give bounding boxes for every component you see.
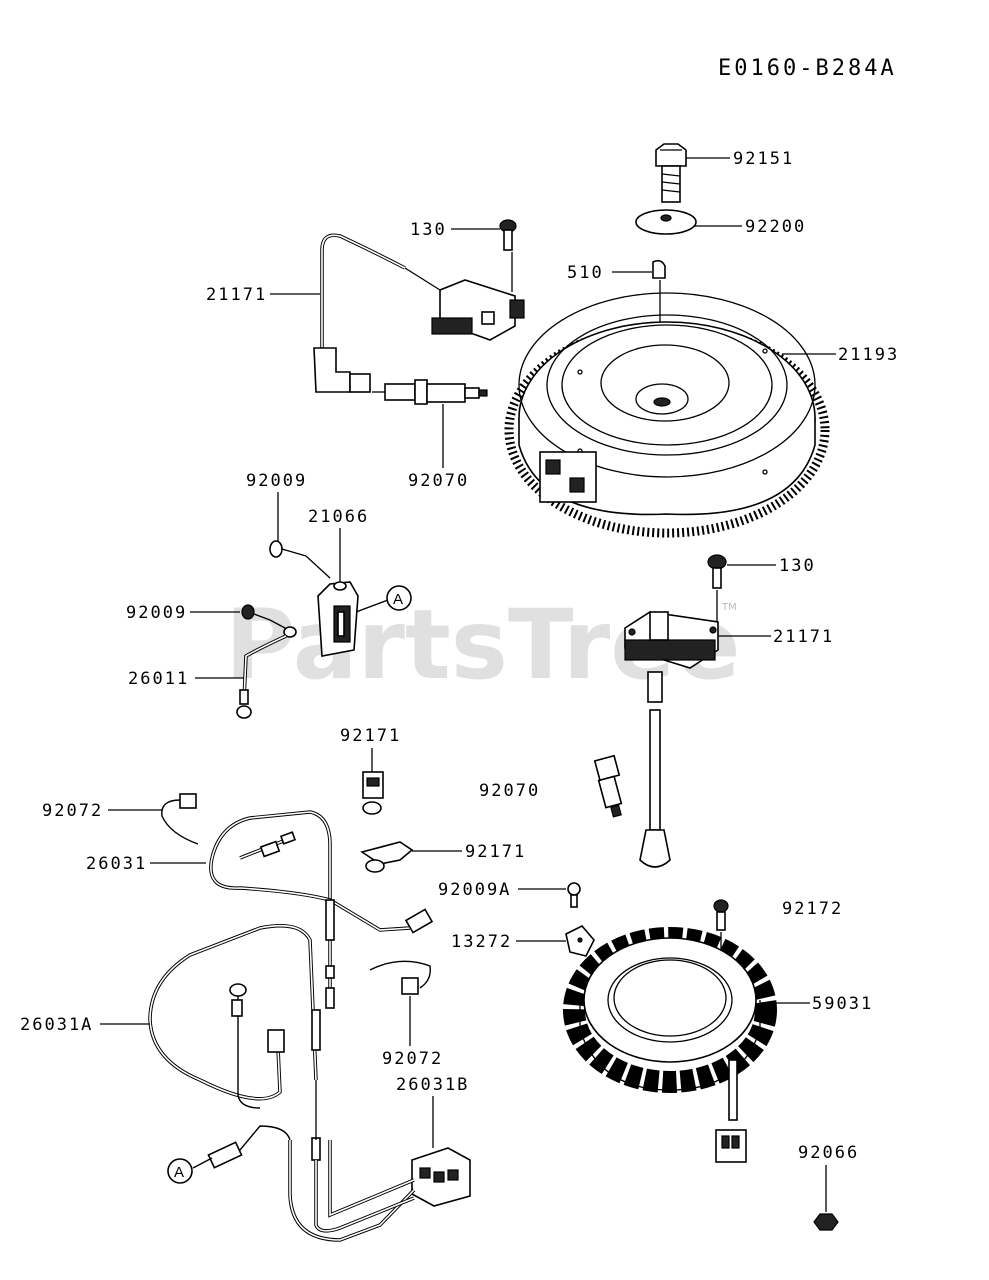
label-26031A[interactable]: 26031A bbox=[20, 1015, 93, 1035]
stator-part[interactable] bbox=[563, 927, 777, 1163]
label-92009-mid[interactable]: 92009 bbox=[126, 603, 187, 623]
diagram-code: E0160-B284A bbox=[718, 56, 897, 81]
ignition-coil-top-part[interactable] bbox=[313, 233, 525, 393]
ignition-coil-mid-part[interactable] bbox=[624, 611, 719, 868]
label-92066[interactable]: 92066 bbox=[798, 1143, 859, 1163]
wiring-harness-part[interactable] bbox=[209, 810, 434, 1009]
svg-text:A: A bbox=[393, 591, 403, 608]
ref-marker-a-top: A bbox=[386, 585, 412, 611]
ground-lead-part[interactable] bbox=[236, 626, 297, 719]
label-21171-mid[interactable]: 21171 bbox=[773, 627, 834, 647]
diode-rectifier-part[interactable] bbox=[317, 581, 359, 657]
label-130-top[interactable]: 130 bbox=[410, 220, 447, 240]
cap-92072-mid-part[interactable] bbox=[369, 960, 431, 995]
wiring-harness-a-part[interactable] bbox=[148, 924, 321, 1161]
screw-92009-mid-part[interactable] bbox=[241, 604, 271, 621]
nut-92066-part[interactable] bbox=[813, 1213, 839, 1231]
trademark-mark: TM bbox=[721, 602, 737, 613]
flywheel-part[interactable] bbox=[504, 292, 830, 538]
label-92171-mid[interactable]: 92171 bbox=[465, 842, 526, 862]
ref-marker-a-bottom: A bbox=[167, 1158, 193, 1184]
label-26011[interactable]: 26011 bbox=[128, 669, 189, 689]
label-92070-mid[interactable]: 92070 bbox=[479, 781, 540, 801]
label-92072-mid[interactable]: 92072 bbox=[382, 1049, 443, 1069]
coil-bolt-top-part[interactable] bbox=[499, 219, 517, 251]
label-21171-top[interactable]: 21171 bbox=[206, 285, 267, 305]
label-21066[interactable]: 21066 bbox=[308, 507, 369, 527]
washer-part[interactable] bbox=[635, 209, 697, 235]
label-26031[interactable]: 26031 bbox=[86, 854, 147, 874]
label-26031B[interactable]: 26031B bbox=[396, 1075, 469, 1095]
svg-text:A: A bbox=[174, 1164, 184, 1181]
connector-92171-top-part[interactable] bbox=[362, 771, 384, 815]
harness-tail-part[interactable] bbox=[207, 1125, 416, 1242]
flywheel-bolt-part[interactable] bbox=[655, 143, 687, 203]
label-13272[interactable]: 13272 bbox=[451, 932, 512, 952]
label-59031[interactable]: 59031 bbox=[812, 994, 873, 1014]
label-92172[interactable]: 92172 bbox=[782, 899, 843, 919]
label-92151[interactable]: 92151 bbox=[733, 149, 794, 169]
label-130-mid[interactable]: 130 bbox=[779, 556, 816, 576]
cap-92072-left-part[interactable] bbox=[161, 793, 199, 845]
label-92200[interactable]: 92200 bbox=[745, 217, 806, 237]
screw-92009A-part[interactable] bbox=[567, 882, 581, 908]
label-92009-top[interactable]: 92009 bbox=[246, 471, 307, 491]
label-510[interactable]: 510 bbox=[567, 263, 604, 283]
label-92070-top[interactable]: 92070 bbox=[408, 471, 469, 491]
connector-92171-mid-part[interactable] bbox=[360, 841, 414, 873]
label-92009A[interactable]: 92009A bbox=[438, 880, 511, 900]
plate-13272-part[interactable] bbox=[565, 925, 595, 957]
screw-92172-part[interactable] bbox=[713, 899, 729, 931]
connector-26031B-part[interactable] bbox=[411, 1147, 471, 1207]
spark-plug-top-part[interactable] bbox=[372, 379, 488, 405]
spark-plug-mid-part[interactable] bbox=[593, 754, 623, 818]
label-21193[interactable]: 21193 bbox=[838, 345, 899, 365]
screw-92009-top-part[interactable] bbox=[269, 540, 307, 558]
label-92072-left[interactable]: 92072 bbox=[42, 801, 103, 821]
key-part[interactable] bbox=[652, 259, 666, 279]
label-92171-top[interactable]: 92171 bbox=[340, 726, 401, 746]
coil-bolt-mid-part[interactable] bbox=[707, 554, 727, 589]
